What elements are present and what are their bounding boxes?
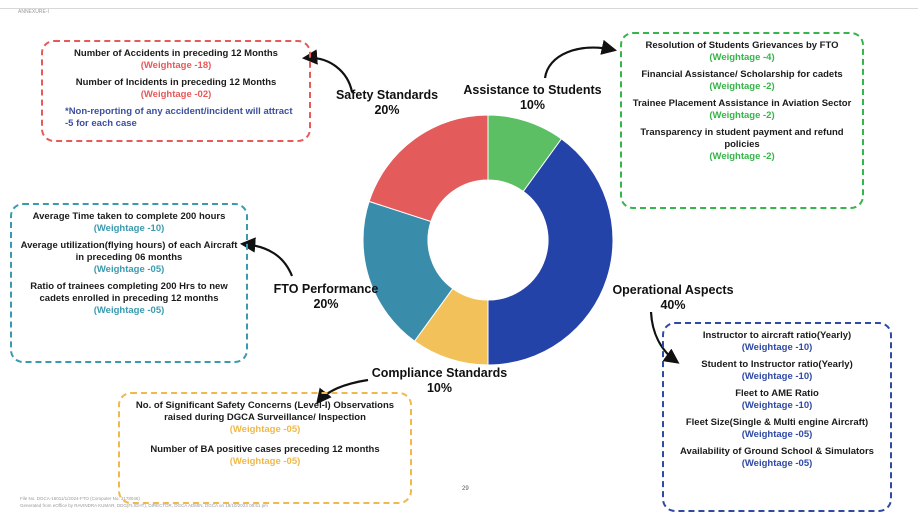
footer-line-1: File No. DGCA-16011/1/2024-FTO (Computer… xyxy=(20,496,140,501)
criterion-text: Average utilization(flying hours) of eac… xyxy=(20,240,238,263)
operational-box: Instructor to aircraft ratio(Yearly) (We… xyxy=(662,322,892,512)
weightage-text: (Weightage -05) xyxy=(93,264,165,275)
category-name: Operational Aspects xyxy=(612,283,734,297)
weightage-text: (Weightage -4) xyxy=(709,52,775,63)
criterion-text: Number of BA positive cases preceding 12… xyxy=(150,444,380,455)
arrow-safety xyxy=(301,49,354,93)
donut-slice-safety-standards xyxy=(368,114,489,223)
category-percent: 10% xyxy=(426,381,453,395)
arrow-compliance xyxy=(316,378,369,405)
compliance-box: No. of Significant Safety Concerns (Leve… xyxy=(118,392,412,504)
weightage-text: (Weightage -2) xyxy=(709,81,775,92)
category-label-safety: Safety Standards 20% xyxy=(322,88,452,118)
criterion-text: Availability of Ground School & Simulato… xyxy=(680,446,874,457)
criterion-text: Instructor to aircraft ratio(Yearly) xyxy=(702,330,852,341)
weightage-text: (Weightage -2) xyxy=(709,110,775,121)
category-label-fto: FTO Performance 20% xyxy=(262,282,390,312)
criterion-text: Financial Assistance/ Scholarship for ca… xyxy=(641,69,843,80)
weightage-text: (Weightage -18) xyxy=(140,60,212,71)
donut-slice-operational-aspects xyxy=(487,138,614,366)
category-name: Safety Standards xyxy=(335,88,439,102)
weightage-text: (Weightage -10) xyxy=(93,223,165,234)
criterion-text: Student to Instructor ratio(Yearly) xyxy=(701,359,853,370)
category-percent: 10% xyxy=(519,98,546,112)
criterion-text: Ratio of trainees completing 200 Hrs to … xyxy=(30,281,228,304)
assistance-box: Resolution of Students Grievances by FTO… xyxy=(620,32,864,209)
arrow-operational xyxy=(649,311,680,364)
category-name: Compliance Standards xyxy=(371,366,508,380)
weightage-text: (Weightage -05) xyxy=(93,305,165,316)
criterion-text: Number of Incidents in preceding 12 Mont… xyxy=(75,77,277,88)
weightage-text: (Weightage -05) xyxy=(229,456,301,467)
safety-standards-box: Number of Accidents in preceding 12 Mont… xyxy=(41,40,311,142)
criterion-text: Fleet to AME Ratio xyxy=(735,388,819,399)
category-name: FTO Performance xyxy=(273,282,379,296)
category-percent: 40% xyxy=(660,298,686,312)
criterion-text: Transparency in student payment and refu… xyxy=(640,127,844,150)
fto-performance-box: Average Time taken to complete 200 hours… xyxy=(10,203,248,363)
weightage-text: (Weightage -10) xyxy=(741,400,813,411)
top-bar xyxy=(0,0,918,9)
weightage-text: (Weightage -02) xyxy=(140,89,212,100)
arrow-assistance xyxy=(543,39,618,79)
header-label: ANNEXURE-I xyxy=(18,9,49,15)
weightage-text: (Weightage -10) xyxy=(741,342,813,353)
page-number: 29 xyxy=(462,486,469,492)
criterion-text: Average Time taken to complete 200 hours xyxy=(32,211,226,222)
criterion-text: Fleet Size(Single & Multi engine Aircraf… xyxy=(685,417,869,428)
criterion-text: No. of Significant Safety Concerns (Leve… xyxy=(135,400,395,423)
category-label-assistance: Assistance to Students 10% xyxy=(455,83,610,113)
criterion-text: Resolution of Students Grievances by FTO xyxy=(645,40,839,51)
weightage-text: (Weightage -10) xyxy=(741,371,813,382)
arrow-fto xyxy=(239,237,294,277)
weightage-text: (Weightage -05) xyxy=(229,424,301,435)
criterion-text: Trainee Placement Assistance in Aviation… xyxy=(632,98,852,109)
category-percent: 20% xyxy=(374,103,400,117)
weightage-text: (Weightage -05) xyxy=(741,429,813,440)
category-label-compliance: Compliance Standards 10% xyxy=(352,366,527,396)
footer-line-2: Generated from eOffice by RAVINDRA KUMAR… xyxy=(20,503,268,508)
note-text: *Non-reporting of any accident/incident … xyxy=(65,106,293,129)
criterion-text: Number of Accidents in preceding 12 Mont… xyxy=(74,48,278,59)
category-name: Assistance to Students xyxy=(463,83,602,97)
donut-slice-fto-performance xyxy=(362,200,454,342)
weightage-text: (Weightage -2) xyxy=(709,151,775,162)
category-percent: 20% xyxy=(313,297,339,311)
weightage-text: (Weightage -05) xyxy=(741,458,813,469)
category-label-operational: Operational Aspects 40% xyxy=(598,283,748,313)
